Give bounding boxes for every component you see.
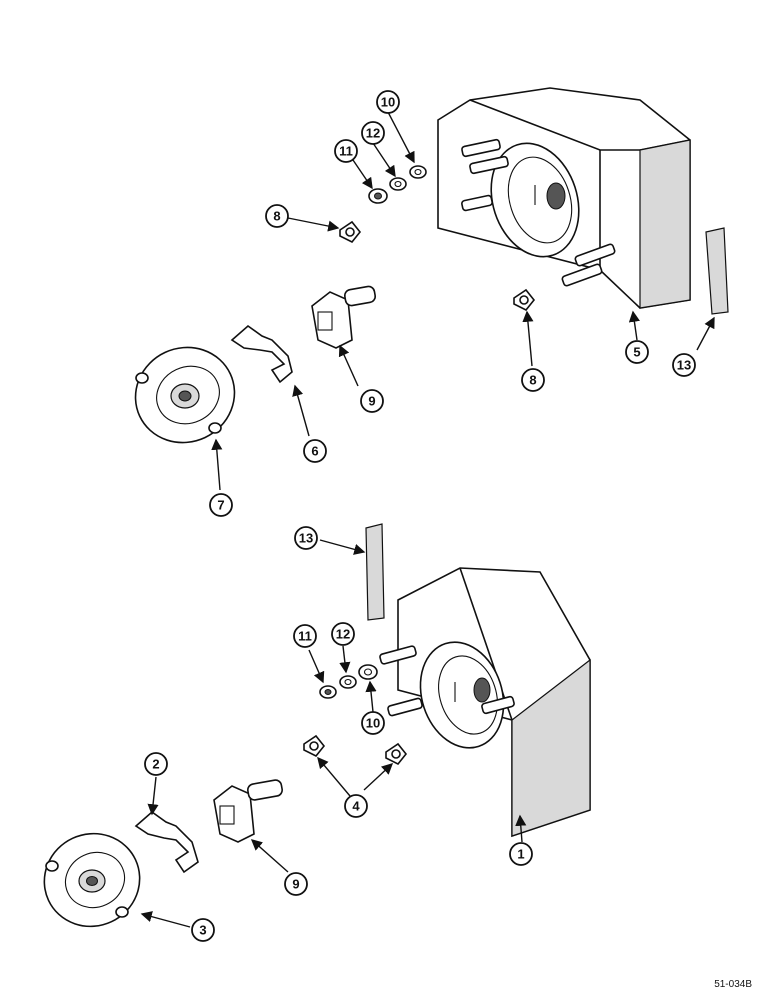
callout-12-lower: 12: [331, 622, 355, 646]
callout-4-lower: 4: [344, 794, 368, 818]
figure-reference: 51-034B: [714, 979, 752, 990]
svg-text:11: 11: [298, 629, 312, 644]
washer-set-lower: [319, 664, 378, 699]
svg-text:5: 5: [633, 345, 640, 360]
svg-text:1: 1: [517, 847, 524, 862]
bulb-holder-upper: [311, 285, 377, 349]
callout-11-lower: 11: [293, 624, 317, 648]
lamp-housing-lower: [379, 567, 591, 838]
svg-text:4: 4: [352, 799, 360, 814]
svg-text:8: 8: [529, 373, 536, 388]
svg-text:8: 8: [273, 209, 280, 224]
svg-text:13: 13: [299, 531, 313, 546]
lamp-housing-upper: [437, 87, 691, 309]
callout-9-lower: 9: [284, 872, 308, 896]
wing-nut-lower-right: [385, 742, 408, 766]
washer-set-upper: [368, 165, 427, 204]
callout-9-upper: 9: [360, 389, 384, 413]
callout-5-upper: 5: [625, 340, 649, 364]
svg-text:11: 11: [339, 144, 353, 159]
wing-nut-lower-left: [303, 734, 326, 758]
svg-text:10: 10: [366, 716, 380, 731]
bulb-holder-lower: [213, 779, 283, 843]
callout-13-lower: 13: [294, 526, 318, 550]
spring-clip-upper: [230, 324, 293, 384]
svg-text:2: 2: [152, 757, 159, 772]
lower-assembly: [43, 523, 591, 928]
lens-strip-upper: [705, 227, 729, 315]
upper-assembly: [134, 87, 729, 491]
callout-8-upper-left: 8: [265, 204, 289, 228]
callout-11-upper: 11: [334, 139, 358, 163]
svg-text:7: 7: [217, 498, 224, 513]
callout-12-upper: 12: [361, 121, 385, 145]
svg-text:9: 9: [368, 394, 375, 409]
spring-clip-lower: [134, 810, 199, 874]
callout-10-upper: 10: [376, 90, 400, 114]
callout-3-lower: 3: [191, 918, 215, 942]
callout-1-lower: 1: [509, 842, 533, 866]
wing-nut-upper-right: [513, 288, 536, 312]
callout-8-upper-right: 8: [521, 368, 545, 392]
callout-7-upper: 7: [209, 493, 233, 517]
svg-text:13: 13: [677, 358, 691, 373]
callout-10-lower: 10: [361, 711, 385, 735]
svg-text:9: 9: [292, 877, 299, 892]
callout-13-upper: 13: [672, 353, 696, 377]
wing-nut-upper-left: [339, 220, 362, 244]
callout-2-lower: 2: [144, 752, 168, 776]
svg-text:12: 12: [366, 126, 380, 141]
lens-strip-lower: [365, 523, 385, 621]
svg-text:12: 12: [336, 627, 350, 642]
reflector-cover-upper: [134, 346, 236, 444]
svg-text:3: 3: [199, 923, 206, 938]
callouts: 10 12 11 8 9 6 7 8 5 13 13 11 12 10 2 4 …: [144, 90, 696, 942]
reflector-cover-lower: [43, 832, 141, 928]
svg-text:10: 10: [381, 95, 395, 110]
callout-6-upper: 6: [303, 439, 327, 463]
svg-text:6: 6: [311, 444, 318, 459]
